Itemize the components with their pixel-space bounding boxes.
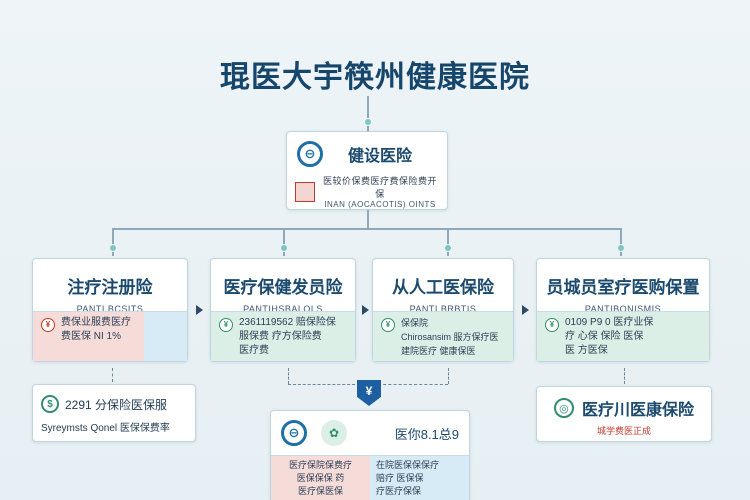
card-1-title: 注疗注册险 bbox=[67, 278, 153, 297]
card-3[interactable]: 从人工医保险 PANTI BRBTIS ¥ 保保院 Chirosansim 服方… bbox=[372, 258, 514, 362]
title-connector bbox=[367, 96, 369, 132]
bottom-right-card[interactable]: ◎ 医疗川医康保险 城学费医正成 bbox=[536, 386, 712, 442]
top-card[interactable]: ⊖ 健设医险 医较价保费医疗费保险费开保 INAN (AOCACOTIS) OI… bbox=[286, 131, 448, 210]
top-card-title: 健设医险 bbox=[347, 148, 412, 165]
card-4-title: 员城员室疗医购保置 bbox=[546, 278, 700, 297]
badge-symbol: ¥ bbox=[365, 384, 373, 398]
bottom-left-line2: Syreymsts Qonel 医保保费率 bbox=[41, 423, 170, 434]
card-4[interactable]: 员城员室疗医购保置 PANTIBONISMIS ¥ 0109 P9 0 医疗业保… bbox=[536, 258, 710, 362]
dashed-connector bbox=[378, 384, 448, 385]
branch-drop-2 bbox=[283, 228, 285, 256]
yen-coin-icon: ¥ bbox=[219, 318, 233, 332]
yen-coin-icon: ¥ bbox=[381, 318, 395, 332]
card-4-band-line: 0109 P9 0 医疗业保 bbox=[565, 317, 654, 328]
bottom-left-line1: 2291 分保险医保服 bbox=[65, 397, 168, 412]
card-1-band-line: 费医保 NI 1% bbox=[61, 331, 122, 342]
branch-node-3 bbox=[444, 244, 452, 252]
band-line: 在院医保保保疗 bbox=[376, 460, 440, 470]
bottom-right-sub: 城学费医正成 bbox=[596, 426, 651, 436]
card-4-band-line: 疗 心保 保险 医保 bbox=[565, 331, 644, 342]
page-title: 琨医大宇筷州健康医院 bbox=[220, 61, 530, 94]
card-1[interactable]: 注疗注册险 PANTI BCSITS ¥ 费保业服费医疗 费医保 NI 1% bbox=[32, 258, 188, 362]
bottom-left-card[interactable]: $ 2291 分保险医保服 Syreymsts Qonel 医保保费率 bbox=[32, 384, 196, 442]
dashed-connector bbox=[288, 384, 360, 385]
branch-stem bbox=[367, 210, 369, 228]
branch-node-4 bbox=[617, 244, 625, 252]
card-4-sub: PANTIBONISMIS bbox=[584, 304, 662, 314]
branch-drop-1 bbox=[112, 228, 114, 256]
hospital-logo-icon: ⊖ bbox=[281, 420, 307, 446]
band-line: 疗医疗保保 bbox=[376, 486, 422, 496]
card-3-band-line: 保保院 bbox=[401, 318, 429, 328]
card-1-band: ¥ 费保业服费医疗 费医保 NI 1% bbox=[33, 311, 187, 361]
arrow-right-icon bbox=[362, 305, 369, 315]
card-2-band-line: 2361119562 赔保险保 bbox=[239, 317, 336, 328]
card-2-band-line: 医疗费 bbox=[239, 345, 269, 356]
dashed-connector bbox=[624, 368, 625, 384]
card-3-band-line: Chirosansim 服方保疗医 bbox=[401, 332, 499, 342]
card-2[interactable]: 医疗保健发员险 PANTIHSBALOLS ¥ 2361119562 赔保险保 … bbox=[210, 258, 356, 362]
people-icon: ✿ bbox=[321, 420, 347, 446]
dashed-connector bbox=[112, 368, 113, 382]
dollar-coin-icon: $ bbox=[41, 395, 59, 413]
card-3-band-line: 建院医疗 健康保医 bbox=[401, 346, 476, 356]
band-line: 赔疗 医保保 bbox=[376, 473, 424, 483]
card-3-title: 从人工医保险 bbox=[392, 278, 494, 297]
bottom-center-card[interactable]: ⊖ ✿ 医你8.1总9 医疗保院保费疗 医保保保 药 医疗保医保 在院医保保保疗… bbox=[270, 410, 470, 500]
card-2-title: 医疗保健发员险 bbox=[223, 278, 343, 297]
card-2-band: ¥ 2361119562 赔保险保 服保费 疗方保险费 医疗费 bbox=[211, 311, 355, 361]
top-card-line2: INAN (AOCACOTIS) OINTS bbox=[324, 200, 436, 209]
card-3-band: ¥ 保保院 Chirosansim 服方保疗医 建院医疗 健康保医 bbox=[373, 311, 513, 361]
yen-shield-icon: ¥ bbox=[357, 380, 381, 406]
arrow-right-icon bbox=[522, 305, 529, 315]
bottom-center-band-left: 医疗保院保费疗 医保保保 药 医疗保医保 bbox=[271, 456, 370, 500]
branch-node-1 bbox=[109, 244, 117, 252]
dashed-connector bbox=[288, 368, 289, 384]
yen-coin-icon: ¥ bbox=[41, 318, 55, 332]
branch-node-2 bbox=[280, 244, 288, 252]
connector-node bbox=[364, 118, 372, 126]
branch-drop-4 bbox=[620, 228, 622, 256]
band-line: 医保保保 药 bbox=[296, 473, 345, 483]
card-2-sub: PANTIHSBALOLS bbox=[243, 304, 323, 314]
branch-drop-3 bbox=[447, 228, 449, 256]
branch-bar bbox=[112, 228, 622, 230]
card-1-band-line: 费保业服费医疗 bbox=[61, 317, 131, 328]
top-card-line1: 医较价保费医疗费保险费开保 bbox=[322, 176, 437, 199]
band-line: 医疗保院保费疗 bbox=[288, 460, 352, 470]
document-icon bbox=[295, 181, 315, 202]
yen-coin-icon: ¥ bbox=[545, 318, 559, 332]
arrow-right-icon bbox=[196, 305, 203, 315]
band-line: 医疗保医保 bbox=[297, 486, 343, 496]
dashed-connector bbox=[448, 368, 449, 384]
shield-logo-icon: ⊖ bbox=[297, 141, 323, 167]
globe-icon: ◎ bbox=[553, 398, 574, 418]
bottom-center-band-right: 在院医保保保疗 赔疗 医保保 疗医疗保保 bbox=[370, 456, 469, 500]
card-1-sub: PANTI BCSITS bbox=[76, 304, 144, 314]
card-3-sub: PANTI BRBTIS bbox=[409, 304, 477, 314]
card-4-band: ¥ 0109 P9 0 医疗业保 疗 心保 保险 医保 医 方医保 bbox=[537, 311, 709, 361]
card-2-band-line: 服保费 疗方保险费 bbox=[239, 331, 322, 342]
bottom-center-label: 医你8.1总9 bbox=[394, 426, 459, 442]
bottom-right-title: 医疗川医康保险 bbox=[581, 402, 694, 419]
card-4-band-line: 医 方医保 bbox=[565, 345, 608, 356]
